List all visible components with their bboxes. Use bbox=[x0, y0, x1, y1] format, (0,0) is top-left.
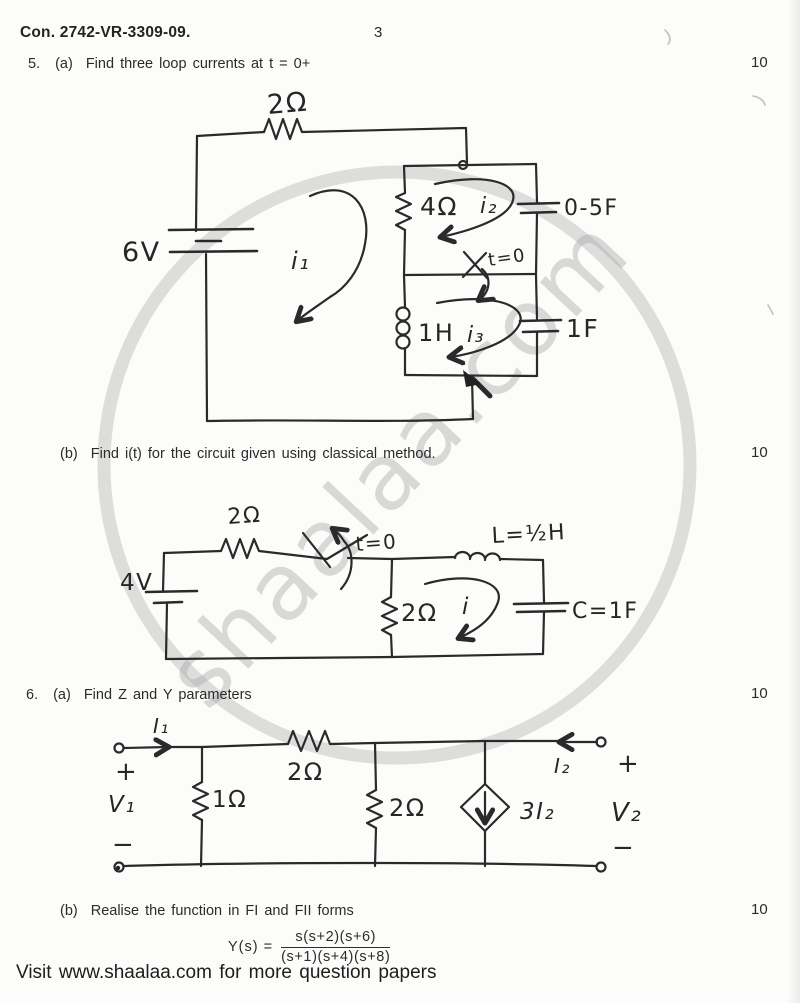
question-6a: 6. (a) Find Z and Y parameters bbox=[26, 687, 252, 703]
label-4v: 4V bbox=[120, 570, 153, 596]
minus-sign-port2: − bbox=[612, 833, 635, 863]
current-i2-arrow: I₂ bbox=[554, 742, 599, 778]
label-6v: 6V bbox=[122, 237, 161, 268]
scan-smudges bbox=[664, 29, 774, 315]
question-text: Find Z and Y parameters bbox=[83, 687, 252, 703]
battery-4v: 4V bbox=[120, 570, 199, 661]
label-2ohm-shunt-c2: 2Ω bbox=[401, 599, 438, 627]
question-number: 6. bbox=[26, 687, 39, 703]
question-part: (b) bbox=[60, 446, 78, 462]
footer-note: Visit www.shaalaa.com for more question … bbox=[16, 962, 437, 983]
battery-6v: 6V bbox=[122, 227, 259, 268]
label-1ohm: 1Ω bbox=[212, 787, 247, 813]
question-part: (a) bbox=[55, 56, 73, 72]
label-i2-port: I₂ bbox=[554, 754, 571, 778]
resistor-2ohm-shunt-c2: 2Ω bbox=[380, 595, 438, 637]
ink-blob-arrow bbox=[463, 370, 493, 399]
switch-t0-circuit2: t=0 bbox=[301, 529, 398, 591]
plus-sign-port1: + bbox=[115, 757, 138, 787]
formula-denominator: (s+1)(s+4)(s+8) bbox=[281, 949, 391, 965]
question-text: Realise the function in FI and FII forms bbox=[90, 903, 354, 919]
label-c1f: C=1F bbox=[572, 599, 638, 624]
paper-code: Con. 2742-VR-3309-09. bbox=[20, 24, 191, 41]
inductor-1h: 1H bbox=[395, 306, 454, 350]
capacitor-1f: 1F bbox=[518, 314, 599, 343]
marks-6a: 10 bbox=[751, 685, 768, 702]
label-t0-circuit2: t=0 bbox=[355, 529, 398, 556]
loop-arrow-i-c2: i bbox=[423, 577, 500, 638]
capacitor-0-5f: 0-5F bbox=[516, 196, 619, 221]
question-text: Find i(t) for the circuit given using cl… bbox=[90, 446, 436, 462]
page-header: Con. 2742-VR-3309-09. 3 bbox=[0, 24, 800, 44]
marks-5b: 10 bbox=[751, 444, 768, 461]
circuit-3: I₁ + V₁ − 1Ω 2Ω 2Ω 3I₂ bbox=[108, 714, 642, 873]
label-1f: 1F bbox=[566, 314, 599, 343]
capacitor-c1f: C=1F bbox=[512, 599, 638, 624]
port1-terminals bbox=[113, 742, 125, 873]
label-i3: i₃ bbox=[467, 323, 485, 348]
question-part: (a) bbox=[53, 687, 71, 703]
circuit-1: 6V 2Ω i₁ 4Ω i₂ 0-5F bbox=[122, 87, 619, 423]
question-part: (b) bbox=[60, 903, 78, 919]
loop-arrow-i2: i₂ bbox=[433, 178, 515, 237]
circuit-2: 4V 2Ω t=0 L=½H C=1F bbox=[120, 503, 638, 661]
loop-arrow-i3: i₃ bbox=[435, 298, 522, 357]
inductor-half-h: L=½H bbox=[453, 520, 567, 562]
dependent-current-source: 3I₂ bbox=[459, 782, 555, 833]
label-i1-port: I₁ bbox=[153, 714, 170, 738]
label-i1: i₁ bbox=[291, 247, 310, 275]
label-i-c2: i bbox=[462, 594, 470, 620]
label-2ohm-series-c2: 2Ω bbox=[227, 503, 262, 530]
plus-sign-port2: + bbox=[617, 749, 640, 779]
label-4ohm: 4Ω bbox=[420, 192, 458, 221]
label-half-h: L=½H bbox=[491, 520, 567, 549]
label-i2: i₂ bbox=[480, 194, 498, 219]
formula-fraction: s(s+2)(s+6) (s+1)(s+4)(s+8) bbox=[281, 929, 391, 965]
switch-t0-circuit1: t=0 bbox=[461, 245, 527, 300]
question-5b: (b) Find i(t) for the circuit given using… bbox=[60, 446, 436, 462]
label-2ohm-shunt-c3: 2Ω bbox=[389, 794, 426, 822]
resistor-2ohm-series-c2: 2Ω bbox=[219, 503, 262, 560]
minus-sign-port1: − bbox=[112, 830, 135, 860]
admittance-formula: Y(s) = s(s+2)(s+6) (s+1)(s+4)(s+8) bbox=[228, 929, 391, 965]
page-number: 3 bbox=[374, 24, 383, 41]
question-number: 5. bbox=[28, 56, 41, 72]
label-1h: 1H bbox=[418, 319, 454, 347]
circuit3-wires bbox=[122, 741, 598, 868]
label-0-5f: 0-5F bbox=[564, 196, 619, 221]
formula-lhs: Y(s) = bbox=[228, 939, 274, 955]
question-text: Find three loop currents at t = 0+ bbox=[85, 56, 311, 72]
label-2ohm-series-c3: 2Ω bbox=[287, 758, 324, 786]
port1-polarity: + V₁ − bbox=[108, 757, 138, 860]
question-5a: 5. (a) Find three loop currents at t = 0+ bbox=[28, 56, 310, 72]
resistor-4ohm: 4Ω bbox=[394, 191, 458, 232]
formula-numerator: s(s+2)(s+6) bbox=[281, 929, 391, 948]
resistor-2ohm-series-c3: 2Ω bbox=[286, 729, 332, 786]
label-3i2: 3I₂ bbox=[520, 799, 555, 825]
label-v1: V₁ bbox=[108, 792, 136, 818]
loop-arrow-i1: i₁ bbox=[291, 189, 368, 321]
port2-polarity: + V₂ − bbox=[611, 749, 642, 863]
circuit2-wires bbox=[161, 549, 546, 661]
current-i1-arrow: I₁ bbox=[153, 714, 170, 738]
resistor-1ohm: 1Ω bbox=[191, 780, 247, 822]
question-6b: (b) Realise the function in FI and FII fo… bbox=[60, 903, 354, 919]
resistor-2ohm-shunt-c3: 2Ω bbox=[365, 788, 426, 830]
resistor-2ohm-top: 2Ω bbox=[262, 87, 309, 141]
circuit1-wires bbox=[194, 126, 539, 423]
marks-6b: 10 bbox=[751, 901, 768, 918]
marks-5a: 10 bbox=[751, 54, 768, 71]
junction-node bbox=[457, 159, 469, 171]
label-v2: V₂ bbox=[611, 798, 642, 828]
label-2ohm-top: 2Ω bbox=[266, 87, 309, 121]
scan-edge-shadow bbox=[788, 0, 800, 1003]
